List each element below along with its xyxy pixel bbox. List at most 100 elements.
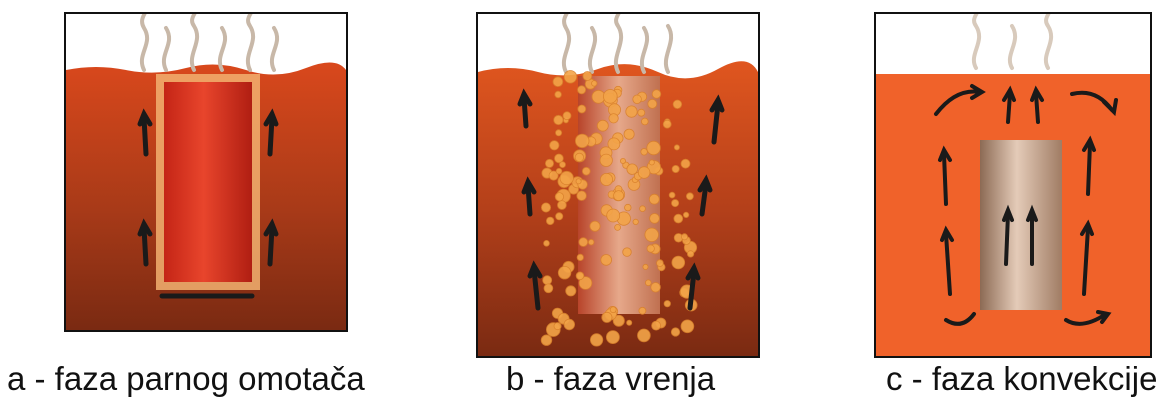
vapor-bubble (640, 206, 646, 212)
vapor-bubble (564, 71, 577, 84)
vapor-bubble (625, 204, 632, 211)
vapor-bubble (674, 214, 683, 223)
vapor-bubble (643, 264, 648, 269)
vapor-bubble (541, 335, 552, 346)
vapor-bubble (649, 194, 659, 204)
vapor-bubble (683, 212, 688, 217)
vapor-bubble (590, 334, 602, 346)
vapor-bubble (576, 179, 581, 184)
vapor-bubble (608, 138, 620, 150)
vapor-bubble (669, 192, 675, 198)
vapor-bubble (554, 323, 561, 330)
vapor-bubble (652, 90, 661, 99)
vapor-bubble (577, 191, 587, 201)
vapor-bubble (556, 213, 563, 220)
vapor-bubble (687, 251, 693, 257)
vapor-bubble (553, 77, 563, 87)
vapor-bubble (672, 165, 679, 172)
vapor-bubble (560, 171, 573, 184)
vapor-bubble (575, 153, 583, 161)
vapor-bubble (601, 255, 612, 266)
vapor-bubble (544, 284, 553, 293)
vapor-bubble (566, 286, 576, 296)
caption-vapor-blanket: a - faza parnog omotača (7, 360, 365, 398)
vapor-bubble (641, 149, 648, 156)
vapor-bubble (588, 239, 594, 245)
vapor-bubble (623, 248, 632, 257)
hot-part (164, 82, 252, 282)
vapor-bubble (681, 320, 694, 333)
vapor-bubble (600, 173, 612, 185)
vapor-bubble (627, 320, 632, 325)
vapor-bubble (638, 329, 651, 342)
vapor-bubble (578, 105, 586, 113)
vapor-bubble (624, 129, 634, 139)
vapor-bubble (555, 193, 563, 201)
vapor-blanket-illustration (66, 14, 346, 330)
vapor-bubble (543, 276, 552, 285)
vapor-bubble (576, 272, 584, 280)
vapor-bubble (560, 162, 566, 168)
vapor-bubble (674, 145, 679, 150)
vapor-bubble (647, 141, 661, 155)
vapor-bubble (554, 115, 563, 124)
cooled-part (980, 140, 1062, 310)
vapor-bubble (606, 331, 619, 344)
vapor-bubble (638, 109, 645, 116)
vapor-bubble (575, 134, 589, 148)
vapor-bubble (649, 160, 654, 165)
vapor-bubble (671, 328, 679, 336)
vapor-bubble (645, 280, 651, 286)
vapor-bubble (556, 130, 562, 136)
vapor-bubble (545, 159, 553, 167)
vapor-bubble (633, 219, 638, 224)
vapor-bubble (544, 240, 550, 246)
vapor-bubble (577, 254, 583, 260)
vapor-bubble (673, 100, 682, 109)
vapor-bubble (614, 191, 624, 201)
vapor-bubble (578, 86, 586, 94)
vapor-bubble (657, 260, 664, 267)
vapor-bubble (648, 99, 657, 108)
vapor-bubble (686, 193, 693, 200)
vapor-bubble (555, 91, 562, 98)
vapor-bubble (664, 301, 670, 307)
vapor-bubble (615, 224, 621, 230)
vapor-bubble (564, 319, 575, 330)
vapor-bubble (663, 120, 671, 128)
vapor-bubble (579, 238, 588, 247)
vapor-bubble (610, 307, 616, 313)
vapor-bubble (651, 283, 661, 293)
vapor-bubble (556, 168, 562, 174)
vapor-bubble (607, 209, 620, 222)
caption-boiling: b - faza vrenja (506, 360, 715, 398)
vapor-bubble (597, 120, 608, 131)
vapor-bubble (609, 114, 618, 123)
vapor-bubble (681, 159, 690, 168)
vapor-bubble (620, 158, 625, 163)
vapor-bubble (583, 72, 592, 81)
panel-boiling (476, 12, 760, 358)
vapor-bubble (672, 256, 685, 269)
convection-illustration (876, 14, 1150, 356)
vapor-bubble (626, 106, 637, 117)
vapor-bubble (602, 312, 612, 322)
vapor-bubble (558, 201, 567, 210)
vapor-bubble (541, 203, 550, 212)
panel-convection (874, 12, 1152, 358)
vapor-bubble (681, 234, 687, 240)
vapor-bubble (645, 228, 659, 242)
vapor-bubble (558, 266, 571, 279)
vapor-bubble (582, 167, 590, 175)
caption-convection: c - faza konvekcije (886, 360, 1157, 398)
vapor-bubble (592, 81, 598, 87)
vapor-bubble (652, 321, 661, 330)
vapor-bubble (672, 200, 679, 207)
vapor-bubble (603, 90, 617, 104)
vapor-bubble (600, 154, 612, 166)
boiling-illustration (478, 14, 758, 356)
vapor-bubble (563, 112, 571, 120)
vapor-bubble (638, 167, 650, 179)
vapor-bubble (590, 221, 600, 231)
vapor-bubble (627, 164, 638, 175)
